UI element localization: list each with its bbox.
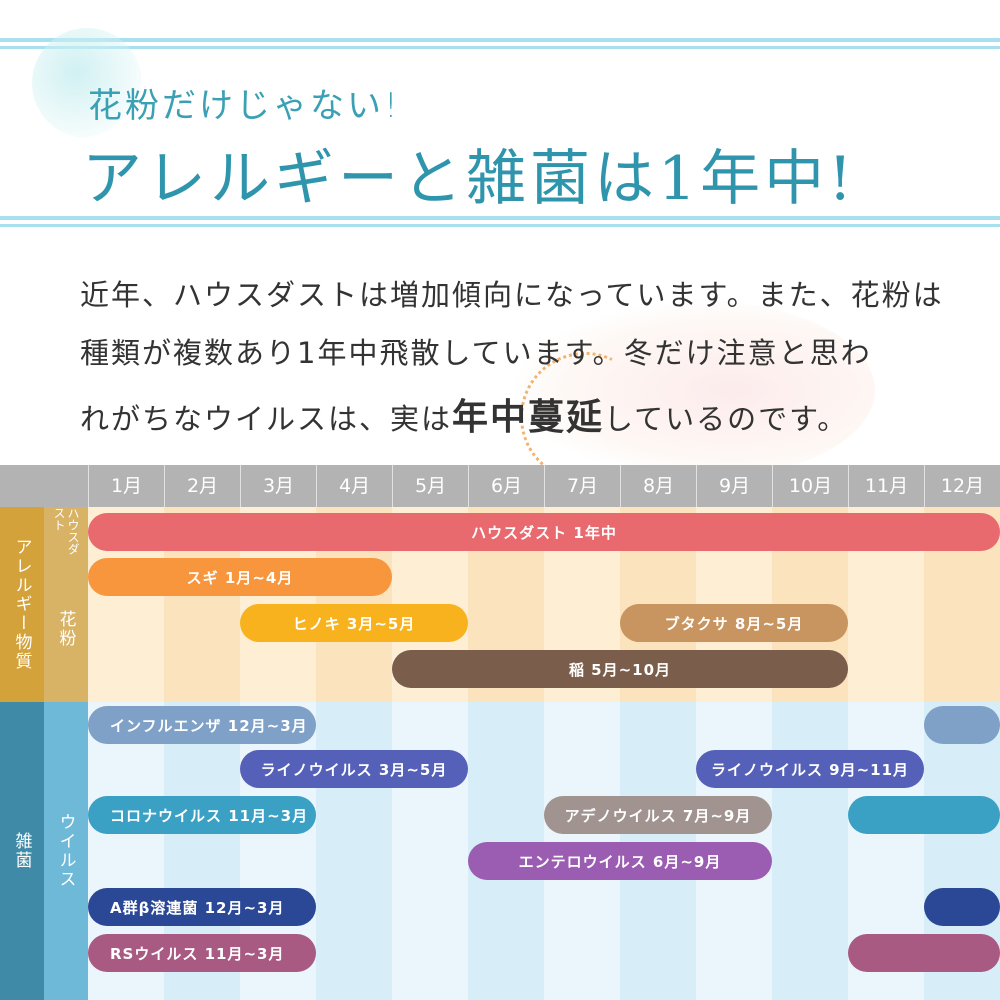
header-stripe-bottom-1 [0, 216, 1000, 220]
month-label: 9月 [696, 465, 772, 507]
season-bar: ヒノキ 3月~5月 [240, 604, 468, 642]
month-label: 1月 [88, 465, 164, 507]
intro-line-2: 種類が複数あり1年中飛散しています。冬だけ注意と思わ [80, 336, 872, 370]
intro-emphasis: 年中蔓延 [452, 397, 605, 438]
month-label: 11月 [848, 465, 924, 507]
season-bar: スギ 1月~4月 [88, 558, 392, 596]
season-bar: ライノウイルス 9月~11月 [696, 750, 924, 788]
subcategory-house-dust: ハウスダスト [44, 507, 88, 555]
month-header [0, 465, 1000, 507]
season-bar-wrap [924, 706, 1000, 744]
header-stripe-top-2 [0, 46, 1000, 49]
season-bar: 稲 5月~10月 [392, 650, 848, 688]
month-label: 10月 [772, 465, 848, 507]
season-bar: コロナウイルス 11月~3月 [88, 796, 316, 834]
season-bar: ハウスダスト 1年中 [88, 513, 1000, 551]
month-label: 12月 [924, 465, 1000, 507]
germ-month-band [316, 702, 392, 1000]
intro-line-3-after: しているのです。 [604, 402, 849, 436]
intro-line-3: れがちなウイルスは、実は年中蔓延しているのです。 [80, 388, 848, 440]
subcategory-pollen: 花粉 [44, 555, 88, 702]
bubble-decoration [32, 28, 142, 138]
month-label: 5月 [392, 465, 468, 507]
subcategory-virus: ウイルス [44, 702, 88, 1000]
germ-month-band [772, 702, 848, 1000]
season-bar-wrap [848, 796, 1000, 834]
header-stripe-top-1 [0, 38, 1000, 42]
germ-month-band [392, 702, 468, 1000]
season-bar-wrap [848, 934, 1000, 972]
intro-line-1: 近年、ハウスダストは増加傾向になっています。また、花粉は [80, 278, 944, 312]
month-label: 8月 [620, 465, 696, 507]
season-bar: ブタクサ 8月~5月 [620, 604, 848, 642]
month-label: 3月 [240, 465, 316, 507]
month-label: 6月 [468, 465, 544, 507]
month-label: 7月 [544, 465, 620, 507]
season-bar: ライノウイルス 3月~5月 [240, 750, 468, 788]
season-bar: RSウイルス 11月~3月 [88, 934, 316, 972]
category-allergy: アレルギー物質 [0, 507, 44, 702]
season-bar: インフルエンザ 12月~3月 [88, 706, 316, 744]
month-label: 4月 [316, 465, 392, 507]
header-stripe-bottom-2 [0, 224, 1000, 227]
season-bar: A群β溶連菌 12月~3月 [88, 888, 316, 926]
intro-line-3-before: れがちなウイルスは、実は [80, 402, 453, 436]
category-germs: 雑菌 [0, 702, 44, 1000]
page-title: アレルギーと雑菌は1年中! [82, 144, 857, 214]
season-bar-wrap [924, 888, 1000, 926]
season-bar: アデノウイルス 7月~9月 [544, 796, 772, 834]
month-label: 2月 [164, 465, 240, 507]
watercolor-decoration [515, 300, 875, 480]
page-subtitle: 花粉だけじゃない! [88, 86, 401, 126]
season-bar: エンテロウイルス 6月~9月 [468, 842, 772, 880]
